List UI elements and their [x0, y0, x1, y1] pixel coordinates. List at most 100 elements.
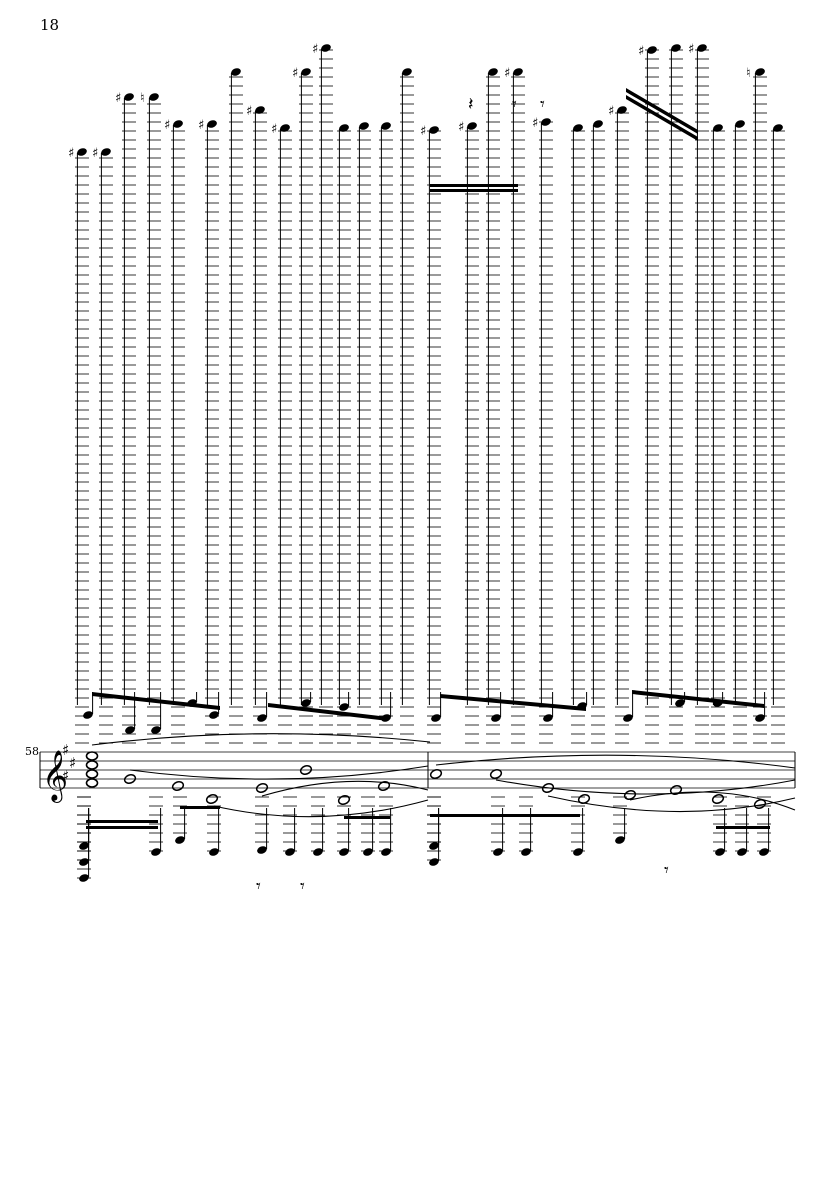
notehead	[488, 68, 498, 76]
beam	[430, 814, 580, 817]
notehead	[255, 783, 269, 793]
beam	[86, 826, 158, 829]
notehead	[125, 726, 135, 734]
slurs	[91, 733, 796, 818]
notehead	[175, 836, 185, 844]
notehead	[173, 120, 183, 128]
sharp-icon: ♯	[420, 124, 426, 139]
slur	[91, 733, 431, 746]
sharp-icon: ♯	[312, 42, 318, 57]
notehead	[647, 46, 657, 54]
sharp-icon: ♯	[532, 116, 538, 131]
notehead	[381, 714, 391, 722]
notehead	[255, 106, 265, 114]
notehead	[339, 703, 349, 711]
notehead	[513, 68, 523, 76]
notehead	[377, 781, 391, 791]
sharp-icon: ♯	[69, 754, 76, 772]
rest-icon: 𝄾	[256, 876, 261, 897]
notehead	[617, 106, 627, 114]
sharp-icon: ♯	[246, 104, 252, 119]
notehead	[205, 794, 219, 804]
notehead	[493, 848, 503, 856]
notehead	[669, 785, 683, 795]
notehead	[257, 714, 267, 722]
sharp-icon: ♯	[458, 120, 464, 135]
notehead	[280, 124, 290, 132]
notehead	[623, 790, 637, 800]
sharp-icon: ♯	[62, 767, 69, 785]
notehead	[123, 774, 137, 784]
beam	[180, 806, 220, 809]
page-number: 18	[40, 16, 60, 34]
rest-icon: 𝄾	[664, 860, 669, 881]
notehead	[573, 848, 583, 856]
notehead	[231, 68, 241, 76]
notehead	[257, 846, 267, 854]
treble-clef-glyph: 𝄞	[42, 750, 68, 803]
notehead	[101, 148, 111, 156]
notehead	[713, 124, 723, 132]
notehead	[359, 122, 369, 130]
natural-icon: ♮	[746, 66, 751, 81]
notehead	[171, 781, 185, 791]
notehead	[151, 726, 161, 734]
note-beams	[86, 88, 770, 829]
sharp-icon: ♯	[92, 146, 98, 161]
slur	[495, 779, 796, 795]
notehead	[77, 148, 87, 156]
rest-icon: 𝄽	[468, 94, 474, 115]
notehead	[543, 714, 553, 722]
sharp-icon: ♯	[115, 91, 121, 106]
notehead	[759, 848, 769, 856]
notehead	[615, 836, 625, 844]
notehead	[313, 848, 323, 856]
notehead	[467, 122, 477, 130]
notehead	[124, 93, 134, 101]
notehead	[755, 68, 765, 76]
beam	[626, 88, 698, 134]
notehead	[207, 120, 217, 128]
beam	[86, 820, 158, 823]
rests: 𝄽 𝄾 𝄾 𝄾 𝄾 𝄾	[256, 94, 669, 897]
key-signature: ♯♯♯	[62, 741, 76, 785]
notehead	[363, 848, 373, 856]
notehead	[431, 714, 441, 722]
notehead	[299, 765, 313, 775]
notehead	[773, 124, 783, 132]
notehead	[83, 711, 93, 719]
sharp-icon: ♯	[62, 741, 69, 759]
accidentals: ♯♯♯♮♯♯♯♯♯♯♯♯♯♯♯♯♯♮	[68, 42, 751, 161]
notehead	[521, 848, 531, 856]
notehead	[735, 120, 745, 128]
notehead	[149, 93, 159, 101]
notehead	[491, 714, 501, 722]
notehead	[381, 122, 391, 130]
notehead	[753, 799, 767, 809]
beam	[268, 703, 388, 721]
notehead	[755, 714, 765, 722]
sharp-icon: ♯	[271, 122, 277, 137]
beam	[632, 690, 764, 708]
notehead	[321, 44, 331, 52]
notehead	[429, 769, 443, 779]
notehead	[85, 760, 99, 770]
rest-icon: 𝄾	[512, 94, 517, 115]
noteheads	[77, 44, 783, 882]
rest-icon: 𝄾	[540, 94, 545, 115]
notehead	[85, 751, 99, 761]
notehead	[301, 68, 311, 76]
notehead	[429, 126, 439, 134]
sharp-icon: ♯	[638, 44, 644, 59]
notehead	[429, 858, 439, 866]
notehead	[381, 848, 391, 856]
slur	[129, 765, 429, 780]
rest-icon: 𝄾	[300, 876, 305, 897]
sharp-icon: ♯	[198, 118, 204, 133]
notehead	[209, 848, 219, 856]
beam	[626, 95, 698, 141]
sharp-icon: ♯	[68, 146, 74, 161]
notehead	[593, 120, 603, 128]
beam	[430, 189, 518, 192]
notehead	[713, 699, 723, 707]
